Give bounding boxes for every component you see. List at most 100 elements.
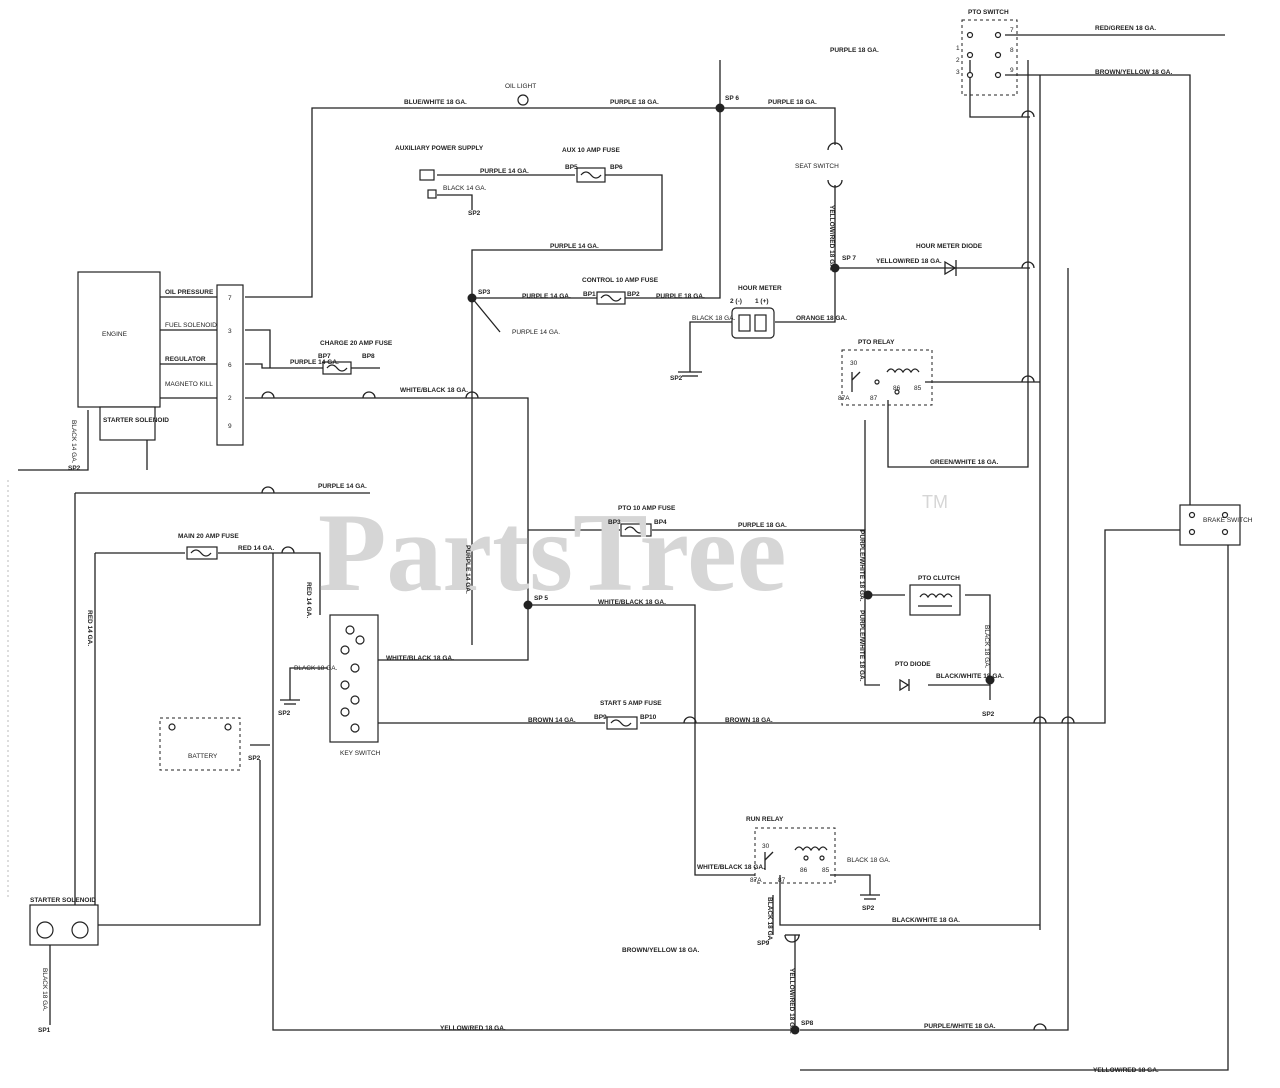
start-fuse-label: START 5 AMP FUSE: [600, 700, 662, 707]
fuel-solenoid-label: FUEL SOLENOID: [165, 322, 217, 329]
wire-label-red-main: RED 14 GA.: [238, 545, 274, 552]
splice-label-sp2-aux: SP2: [468, 210, 481, 217]
wire-label-purple-aux: PURPLE 14 GA.: [480, 168, 529, 175]
pto-switch-pin-9: 9: [1010, 67, 1014, 74]
run-relay-pin-85: 85: [822, 867, 830, 874]
splice-pto-dot: [863, 590, 873, 600]
wire-purple-long: [471, 174, 663, 645]
wire-purple-to-seat: [720, 107, 836, 145]
wire-label-purple-pto: PURPLE 18 GA.: [738, 522, 787, 529]
splice-label-sp2-engine: SP2: [68, 465, 81, 472]
regulator-label: REGULATOR: [165, 356, 206, 363]
wire-black-clutch: [928, 594, 991, 686]
wire-purple-white-vert: [864, 595, 880, 686]
wire-yellow-red-seat: [775, 185, 836, 323]
seat-switch-bottom: [827, 179, 843, 188]
run-relay-pin-87a: 87A: [750, 877, 762, 884]
pto-diode-label: PTO DIODE: [895, 661, 931, 668]
engine-pin-7: 7: [228, 295, 232, 302]
wire-black-meter: [689, 321, 732, 372]
wire-label-purple-ctrl1: PURPLE 14 GA.: [522, 293, 571, 300]
wire-label-yellow-red-bottom: YELLOW/RED 18 GA.: [440, 1025, 506, 1032]
pto-relay-pin-86: 86: [893, 385, 901, 392]
wire-label-yellow-red-far: YELLOW/RED 18 GA.: [1093, 1067, 1159, 1074]
splice-sp5-dot: [523, 600, 533, 610]
watermark-text: PartsTree: [318, 491, 787, 615]
wire-label-brown-key: BROWN 14 GA.: [528, 717, 576, 724]
wire-label-yellow-red-diode: YELLOW/RED 18 GA.: [876, 258, 942, 265]
wire-black-white-run: [779, 875, 1040, 926]
wire-label-white-black-sp5: WHITE/BLACK 18 GA.: [598, 599, 666, 606]
pto-switch-label: PTO SWITCH: [968, 9, 1009, 16]
wire-black-run: [830, 874, 871, 895]
wire-yellow-red-far: [800, 530, 1229, 1071]
wire-white-black-mid: [245, 397, 529, 661]
wire-fuel-solenoid: [245, 329, 271, 368]
engine-pin-9: 9: [228, 423, 232, 430]
pto-relay-pin-30: 30: [850, 360, 858, 367]
wire-label-green-white: GREEN/WHITE 18 GA.: [930, 459, 998, 466]
wire-label-white-black-key: WHITE/BLACK 18 GA.: [386, 655, 454, 662]
wire-label-red-vert: RED 14 GA.: [305, 582, 312, 618]
wire-green-white: [887, 60, 1029, 468]
splice-clutch-dot: [985, 675, 995, 685]
starter-solenoid-engine-label: STARTER SOLENOID: [103, 417, 169, 424]
wire-label-black-white-diode: BLACK/WHITE 18 GA.: [936, 673, 1004, 680]
splice-label-sp8: SP8: [801, 1020, 814, 1027]
wire-label-purple-white-vert2: PURPLE/WHITE 18 GA.: [858, 610, 865, 682]
fuses: [186, 167, 652, 730]
main-fuse-label: MAIN 20 AMP FUSE: [178, 533, 239, 540]
wire-label-blue-white: BLUE/WHITE 18 GA.: [404, 99, 467, 106]
watermark-tm: TM: [922, 492, 948, 512]
wire-label-black-run-vert: BLACK 18 GA.: [766, 897, 773, 942]
bp-label-bp7: BP7: [318, 353, 331, 360]
splice-label-sp2-clutch: SP2: [982, 711, 995, 718]
wire-purple-sp6-down: [620, 108, 721, 299]
wire-white-black-sp5: [528, 604, 755, 876]
wire-pto-sw-left: [969, 60, 1030, 118]
wire-black-engine: [18, 410, 89, 471]
pin-labels: 7 3 6 2 9 30 87A 87 86 85 30 87A 87 86 8…: [228, 27, 1014, 884]
wire-label-brown-yellow-bottom: BROWN/YELLOW 18 GA.: [622, 947, 699, 954]
pto-relay-pin-85: 85: [914, 385, 922, 392]
wire-label-purple-top3: PURPLE 18 GA.: [830, 47, 879, 54]
wire-label-black-run: BLACK 18 GA.: [847, 857, 891, 864]
wire-label-black-clutch: BLACK 18 GA.: [983, 625, 990, 669]
oil-light-bulb: [517, 94, 529, 106]
wire-labels: BLUE/WHITE 18 GA. PURPLE 18 GA. PURPLE 1…: [41, 25, 1172, 1074]
engine-label: ENGINE: [102, 331, 128, 338]
seat-switch-label: SEAT SWITCH: [795, 163, 839, 170]
splice-sp8-dot: [790, 1025, 800, 1035]
aux-power-supply-label: AUXILIARY POWER SUPPLY: [395, 145, 484, 152]
pto-switch-pin-3: 3: [956, 69, 960, 76]
engine-pin-6: 6: [228, 362, 232, 369]
brake-switch-box: [1179, 504, 1241, 546]
wire-blue-white: [245, 107, 517, 298]
wire-label-yellow-red-vert: YELLOW/RED 18 GA.: [788, 968, 795, 1034]
run-relay-pin-86: 86: [800, 867, 808, 874]
run-relay-pin-87: 87: [778, 877, 786, 884]
key-switch-box: [329, 614, 379, 743]
pto-clutch-box: [909, 584, 961, 616]
wire-label-purple-diag: PURPLE 14 GA.: [512, 329, 560, 336]
splice-sp7-dot: [830, 263, 840, 273]
pto-switch-box: [961, 19, 1018, 96]
control-fuse-label: CONTROL 10 AMP FUSE: [582, 277, 659, 284]
wire-label-purple-white-bottom: PURPLE/WHITE 18 GA.: [924, 1023, 996, 1030]
wire-label-black-meter: BLACK 18 GA.: [692, 315, 736, 322]
wire-brown-yellow: [1005, 74, 1191, 505]
pto-diode-symbol: [899, 678, 910, 692]
wire-label-brown-right: BROWN 18 GA.: [725, 717, 773, 724]
bp-label-bp8: BP8: [362, 353, 375, 360]
wire-right-vert-2: [800, 268, 1069, 1031]
wire-solenoid-battery: [55, 760, 261, 926]
ground-symbols: [784, 934, 800, 943]
splice-label-sp1: SP1: [38, 1027, 51, 1034]
splice-label-sp2-run: SP2: [862, 905, 875, 912]
splice-label-sp2-meter: SP2: [670, 375, 683, 382]
wire-red-main: [218, 552, 321, 615]
engine-pin-3: 3: [228, 328, 232, 335]
pto-relay-pin-87a: 87A: [838, 395, 850, 402]
wire-regulator: [245, 363, 323, 369]
wire-label-purple-top1: PURPLE 18 GA.: [610, 99, 659, 106]
